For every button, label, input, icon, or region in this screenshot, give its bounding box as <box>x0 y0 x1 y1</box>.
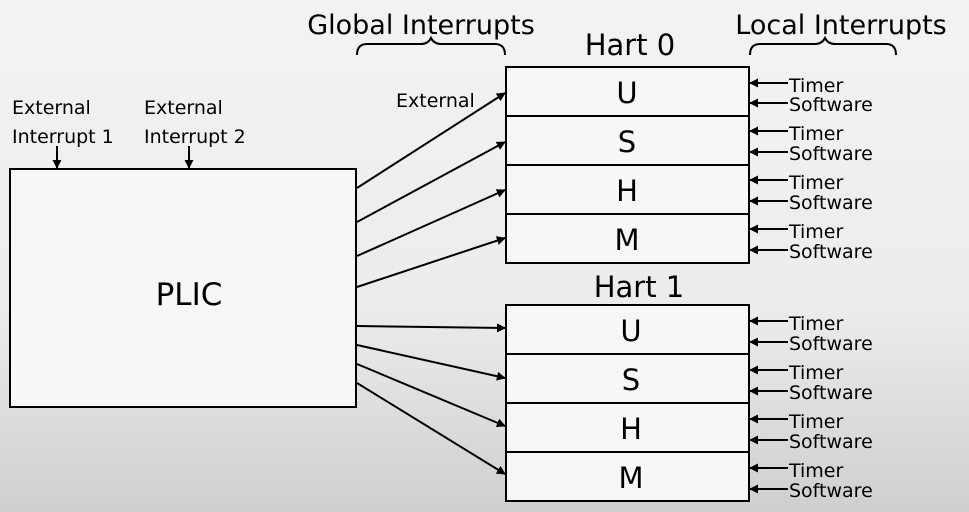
hart-0-m-software-label: Software <box>789 241 873 263</box>
hart-1-s-software-label: Software <box>789 382 873 404</box>
hart-0-stack: U S H M <box>505 66 750 264</box>
hart-1-title: Hart 1 <box>594 270 685 304</box>
hart-1-mode-m-label: M <box>618 461 643 495</box>
hart-1-u-software-label: Software <box>789 333 873 355</box>
hart-0-h-software-label: Software <box>789 192 873 214</box>
hart-1-m-timer-label: Timer <box>788 460 843 482</box>
external-label: External <box>396 90 475 112</box>
hart-0-mode-m-box <box>505 213 750 264</box>
hart-1-h-timer-label: Timer <box>788 411 843 433</box>
plic-label: PLIC <box>156 277 223 313</box>
plic-to-hart-1-u-arrow <box>356 323 506 333</box>
hart-0-mode-h-label: H <box>616 174 638 208</box>
external-interrupt-2-line2: Interrupt 2 <box>144 126 246 148</box>
hart-0-s-software-label: Software <box>789 143 873 165</box>
external-interrupt-2-line1: External <box>144 97 223 119</box>
hart-1-mode-h-box <box>505 402 750 453</box>
hart-1-h-software-label: Software <box>789 431 873 453</box>
hart-1-s-timer-label: Timer <box>788 362 843 384</box>
hart-1-mode-s-label: S <box>622 363 640 397</box>
plic-to-hart-1-s-arrow <box>356 344 506 381</box>
hart-0-s-timer-label: Timer <box>788 123 843 145</box>
plic-to-hart-1-h-arrow <box>356 363 506 428</box>
plic-to-hart-0-u-arrow <box>356 92 506 189</box>
hart-1-stack: U S H M <box>505 304 750 502</box>
hart-0-mode-m-label: M <box>614 223 639 257</box>
hart-1-mode-m-box <box>505 451 750 502</box>
hart-0-u-timer-label: Timer <box>788 75 843 97</box>
hart-1-mode-h-label: H <box>620 412 642 446</box>
external-interrupt-1-line2: Interrupt 1 <box>12 126 114 148</box>
hart-1-mode-u-box <box>505 304 750 355</box>
hart-0-title: Hart 0 <box>585 28 676 62</box>
global-interrupts-heading: Global Interrupts <box>307 10 535 41</box>
hart-0-mode-s-box <box>505 115 750 166</box>
plic-to-hart-0-h-arrow <box>356 189 506 257</box>
hart-0-h-timer-label: Timer <box>788 172 843 194</box>
hart-1-mode-s-box <box>505 353 750 404</box>
plic-to-hart-0-m-arrow <box>356 236 506 288</box>
plic-to-hart-1-m-arrow <box>356 382 506 475</box>
plic-box <box>9 168 357 408</box>
plic-to-hart-0-s-arrow <box>356 141 506 223</box>
hart-0-m-timer-label: Timer <box>788 221 843 243</box>
hart-1-m-software-label: Software <box>789 480 873 502</box>
hart-0-mode-u-label: U <box>616 76 637 110</box>
hart-0-mode-h-box <box>505 164 750 215</box>
local-interrupts-brace <box>749 35 897 56</box>
hart-1-u-timer-label: Timer <box>788 313 843 335</box>
hart-0-u-software-label: Software <box>789 94 873 116</box>
hart-0-mode-s-label: S <box>618 125 636 159</box>
global-interrupts-brace <box>356 35 506 56</box>
hart-1-mode-u-label: U <box>620 314 641 348</box>
external-interrupt-1-line1: External <box>12 97 91 119</box>
local-interrupts-heading: Local Interrupts <box>735 10 946 41</box>
